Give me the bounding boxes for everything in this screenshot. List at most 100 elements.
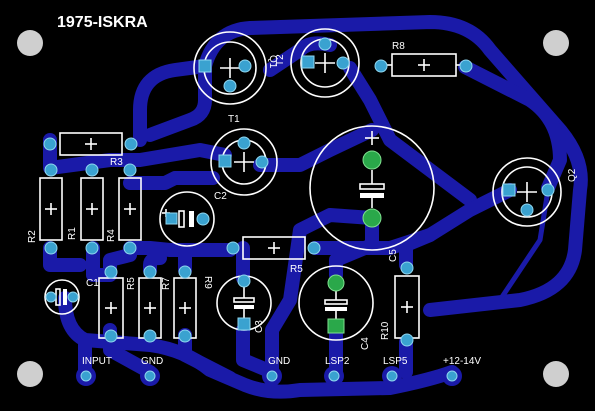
track-c3-gnd (236, 323, 279, 379)
c2-capacitor: C2 (159, 191, 227, 247)
track-r8-to-q2 (458, 60, 567, 195)
track-left-4 (86, 241, 117, 282)
r3-resistor: R3 (43, 132, 138, 168)
r10-pad-2 (400, 333, 414, 347)
t2-pad-1 (301, 55, 315, 69)
r4-pad-1 (123, 163, 137, 177)
q1-pad-1 (198, 59, 212, 73)
q2-label: Q2 (567, 168, 578, 182)
track-q2-right (497, 187, 551, 303)
r5b-pad-2 (143, 329, 157, 343)
mounting-hole-bottom-right (543, 361, 569, 387)
c5-label: C5 (388, 249, 399, 262)
c4-capacitor: C4 (298, 265, 374, 350)
copper-tracks (43, 15, 588, 399)
lsp5-pad (386, 370, 398, 382)
c1-pad-1 (104, 265, 118, 279)
r8-pad-2 (459, 59, 473, 73)
lsp2-pad (328, 370, 340, 382)
r7-pad-2 (178, 329, 192, 343)
gnd2-label: GND (268, 356, 290, 367)
mounting-hole-bottom-left (17, 361, 43, 387)
r5a-label: R5 (290, 264, 303, 275)
r4-label: R4 (106, 229, 117, 242)
r4-resistor: R4 (106, 163, 142, 255)
track-t2-q2 (343, 61, 477, 207)
r1-label: R1 (67, 227, 78, 240)
r10-resistor: R10 C5 (380, 249, 420, 347)
t1-pad-3 (255, 155, 269, 169)
r2-resistor: R2 (27, 163, 63, 255)
small-cap-pad-1 (45, 291, 57, 303)
track-top-loop (133, 15, 588, 317)
r5b-pad-1 (143, 265, 157, 279)
r8-resistor: R8 (374, 41, 473, 77)
q2-transistor: Q2 (492, 157, 578, 227)
mounting-hole-top-left (17, 30, 43, 56)
r5a-pad-2 (307, 241, 321, 255)
lsp2-label: LSP2 (325, 356, 350, 367)
track-left-2 (43, 143, 232, 175)
supply-label: +12-14V (443, 356, 481, 367)
board-title: 1975-ISKRA (57, 14, 148, 31)
r5a-resistor: R5 (226, 236, 321, 275)
mounting-holes (17, 30, 569, 387)
main-capacitor (309, 125, 435, 251)
input-label: INPUT (82, 356, 112, 367)
track-q1-to-r3 (143, 59, 212, 142)
r5b-resistor: R5 (126, 265, 162, 343)
c3-capacitor: C3 (216, 274, 272, 333)
connector-lsp5: LSP5 (382, 356, 408, 386)
q1-pad-3 (223, 79, 237, 93)
r3-label: R3 (110, 157, 123, 168)
c4-pad-1 (327, 274, 345, 292)
c3-label: C3 (254, 320, 265, 333)
r10-pad-1 (400, 261, 414, 275)
q1-label: Q1 (267, 55, 278, 69)
r7-pad-1 (178, 265, 192, 279)
connector-supply: +12-14V (442, 356, 481, 386)
gnd1-label: GND (141, 356, 163, 367)
t2-pad-3 (336, 56, 350, 70)
input-pad (80, 370, 92, 382)
r1-resistor: R1 (67, 163, 104, 255)
c4-pad-2 (327, 318, 345, 334)
t1-pad-2 (237, 136, 251, 150)
t2-pad-2 (318, 37, 332, 51)
q2-pad-3 (520, 203, 534, 217)
lsp5-label: LSP5 (383, 356, 408, 367)
t2-label: T2 (275, 54, 286, 66)
main-cap-pad-1 (362, 150, 382, 170)
r5b-label: R5 (126, 277, 137, 290)
r7-label: R7 (161, 277, 172, 290)
c3-pad-2 (237, 317, 251, 331)
track-mid-2 (123, 171, 220, 190)
track-r10-top (399, 228, 437, 272)
c1-pad-2 (104, 329, 118, 343)
r2-pad-1 (44, 163, 58, 177)
r5a-pad-1 (226, 241, 240, 255)
r10-label: R10 (380, 321, 391, 340)
c4-label: C4 (360, 337, 371, 350)
track-c4 (329, 238, 379, 282)
connector-gnd-2: GND (262, 356, 290, 386)
r3-pad-2 (124, 137, 138, 151)
small-polar-capacitor (44, 279, 80, 315)
connector-lsp2: LSP2 (324, 356, 350, 386)
r1-pad-1 (85, 163, 99, 177)
r4-pad-2 (123, 241, 137, 255)
gnd1-pad (144, 370, 156, 382)
track-r5b-top (143, 251, 167, 277)
c2-pad-2 (196, 212, 210, 226)
q1-transistor: Q1 (193, 31, 278, 105)
r7-resistor: R7 R9 (161, 265, 213, 343)
q2-pad-2 (541, 183, 555, 197)
mounting-hole-top-right (543, 30, 569, 56)
track-mid-1 (123, 241, 237, 257)
connector-gnd-1: GND (140, 356, 163, 386)
r9-label: R9 (202, 276, 213, 289)
supply-pad (446, 370, 458, 382)
q1-pad-2 (238, 59, 252, 73)
r8-label: R8 (392, 41, 405, 52)
